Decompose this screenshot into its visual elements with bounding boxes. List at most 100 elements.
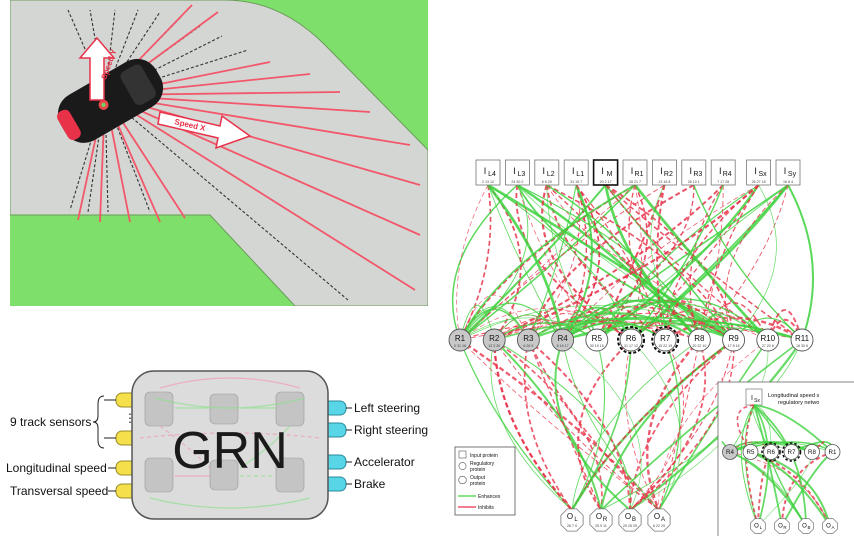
network-edge [629, 339, 684, 511]
network-edge [629, 339, 735, 511]
input-node-main: I [572, 166, 575, 176]
legend-enhances-label: Enhances [478, 494, 501, 500]
network-edge [658, 339, 700, 511]
reg-node-values: 15 22 19 [658, 344, 672, 348]
input-node-sub: R2 [664, 171, 673, 178]
output-node-main: O [596, 512, 602, 521]
input-node-main: I [484, 166, 487, 176]
grn-inner-edges [139, 377, 321, 509]
network-edge [633, 184, 769, 341]
input-node-main: I [784, 166, 787, 176]
input-label-transversal-speed: Transversal speed [10, 484, 109, 498]
network-edge [629, 339, 707, 511]
sensor-brace [92, 395, 105, 449]
reg-node-label: R5 [592, 334, 603, 343]
output-node-values: 26 7 0 [567, 524, 577, 528]
reg-node-label: R6 [626, 334, 637, 343]
inset-edge [753, 404, 834, 453]
input-node-sub: M [607, 171, 613, 178]
svg-text:R7: R7 [788, 449, 796, 456]
svg-text:O: O [826, 524, 831, 530]
input-node-main: I [754, 166, 757, 176]
network-edge [459, 317, 597, 341]
legend-output-label-2: protein [470, 481, 486, 487]
input-node-main: I [513, 166, 516, 176]
inset-edge [750, 451, 831, 527]
input-node-values: 28 21 7 [629, 180, 641, 184]
legend-input-swatch [458, 450, 467, 459]
legend-regulatory-label-1: Regulatory [470, 461, 495, 467]
network-edge [527, 339, 602, 511]
input-node-sub: L3 [518, 171, 526, 178]
input-node-main: I [631, 166, 634, 176]
input-node-values: 26 27 18 [752, 180, 766, 184]
reg-node-values: 31 17 12 [624, 344, 638, 348]
network-edges [452, 183, 815, 511]
input-node-values: 2 13 12 [482, 180, 494, 184]
network-edge [629, 339, 735, 511]
network-edge [562, 339, 642, 511]
network-edge [527, 339, 631, 511]
network-edge [663, 300, 701, 341]
grn-title: GRN [172, 422, 288, 480]
inset-edge [750, 451, 831, 527]
network-edge [546, 184, 735, 341]
input-node-sub: L1 [576, 171, 584, 178]
reg-node-r4: R48 16 17 [551, 328, 575, 352]
network-edge [493, 184, 760, 342]
input-node-sub: R3 [693, 171, 702, 178]
network-edge [628, 184, 666, 341]
network-edge [571, 339, 606, 511]
network-edge [459, 339, 660, 511]
network-edge [630, 339, 682, 511]
reg-node-label: R9 [728, 334, 739, 343]
reg-node-label: R4 [557, 334, 568, 343]
svg-text:R: R [783, 525, 787, 530]
inset-edge [757, 451, 772, 527]
svg-text:R5: R5 [747, 449, 755, 456]
reg-node-r1: R10 31 16 [448, 328, 472, 352]
input-node-main: I [601, 166, 604, 176]
legend-output-swatch [458, 475, 467, 485]
input-node-main: I [690, 166, 693, 176]
reg-node-values: 30 19 15 [590, 344, 604, 348]
network-edge [561, 299, 735, 341]
speed-x-arrow: Speed X [157, 111, 252, 150]
reg-node-values: 17 8 16 [728, 344, 740, 348]
output-node-sub: A [661, 517, 665, 523]
network-edge [459, 308, 530, 341]
input-node-values: 13 16 8 [658, 180, 670, 184]
network-edge [630, 184, 760, 341]
network-edge [600, 339, 803, 511]
network-edge [487, 184, 522, 341]
input-node-main: I [719, 166, 722, 176]
network-edge [561, 184, 588, 341]
network-edge [527, 311, 701, 341]
network-edge [452, 184, 518, 341]
input-node-sub: Sy [788, 171, 797, 178]
input-node-sub: L2 [547, 171, 555, 178]
output-node-sub: L [574, 517, 578, 523]
input-label-longitudinal-speed: Longitudinal speed [6, 461, 107, 475]
inset-edge [740, 404, 759, 527]
network-edge [493, 339, 573, 511]
network-edge [459, 294, 529, 341]
network-edge [629, 339, 735, 511]
network-edge [493, 314, 563, 341]
